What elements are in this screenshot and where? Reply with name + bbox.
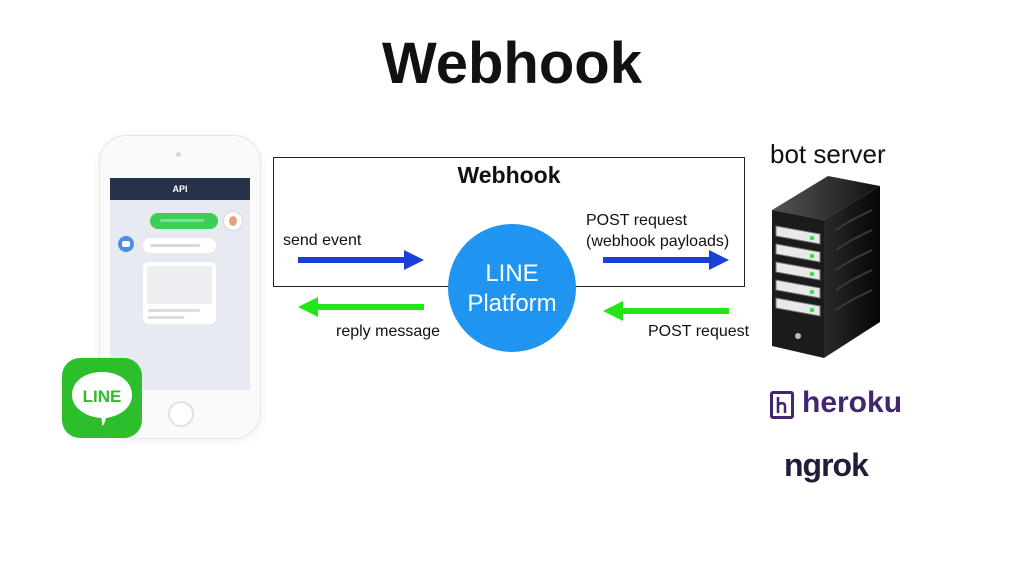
user-avatar-face: [229, 216, 237, 226]
webhook-box-label: Webhook: [457, 162, 561, 188]
bot-card-text-line: [148, 309, 200, 312]
line-platform-label-line2: Platform: [467, 290, 557, 317]
bot-message-text-line: [150, 244, 200, 247]
send-event-label: send event: [283, 232, 362, 249]
post-request-return-label: POST request: [648, 323, 750, 340]
heroku-logo-icon: [770, 391, 794, 419]
bot-card-text-line: [148, 316, 184, 319]
reply-message-arrow: [298, 297, 424, 317]
phone-home-button: [168, 401, 194, 427]
post-request-webhook-arrow: [603, 250, 729, 270]
line-logo-bubble-icon: LINE: [72, 372, 132, 426]
send-event-arrow: [298, 250, 424, 270]
page-title: Webhook: [382, 31, 642, 96]
heroku-wordmark: heroku: [802, 386, 903, 419]
phone-speaker: [176, 152, 181, 157]
bot-server-title: bot server: [770, 139, 886, 169]
line-platform-node: [448, 224, 576, 352]
line-logo: LINE: [62, 358, 142, 438]
reply-message-label: reply message: [336, 323, 441, 340]
phone-chat-header: API: [110, 178, 250, 200]
post-request-return-arrow: [603, 301, 729, 321]
bot-card-image: [147, 266, 212, 304]
user-message-text-line: [160, 219, 204, 222]
line-platform-label-line1: LINE: [485, 260, 539, 287]
ngrok-wordmark: ngrok: [784, 447, 869, 483]
line-logo-text: LINE: [83, 387, 122, 406]
webhook-payloads-label: (webhook payloads): [586, 233, 730, 250]
post-request-label: POST request: [586, 212, 688, 229]
bot-avatar-face: [122, 241, 130, 247]
